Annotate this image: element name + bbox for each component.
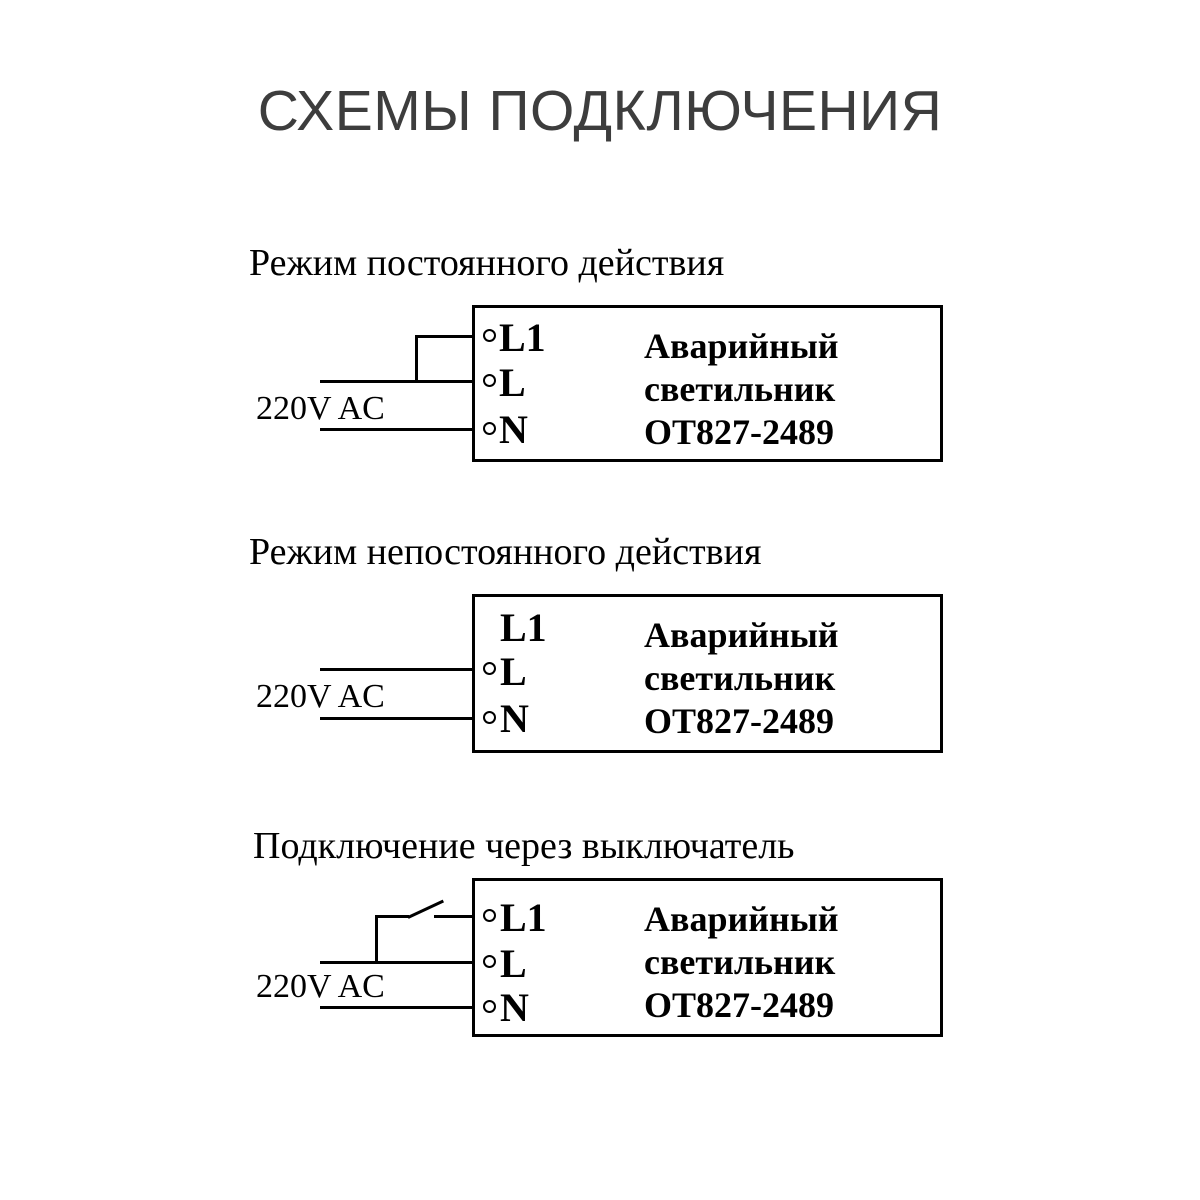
terminal-label-l-non-permanent: L [500,649,527,694]
supply-label-switch: 220V AC [256,968,385,1005]
supply-label-non-permanent: 220V AC [256,678,385,715]
terminal-dot-l-permanent[interactable] [483,374,496,387]
terminal-label-n-permanent: N [499,407,528,452]
diagram-heading-permanent-mode: Режим постоянного действия [249,242,725,284]
terminal-label-l1-non-permanent: L1 [500,605,547,650]
device-name-line2-non-permanent: светильник [644,658,836,698]
wire-l1-branch-vertical-permanent [415,335,418,382]
wire-live-non-permanent [320,668,490,671]
device-model-permanent: OT827-2489 [644,412,835,452]
device-name-line1-non-permanent: Аварийный [644,615,839,655]
diagram-heading-non-permanent-mode: Режим непостоянного действия [249,531,762,573]
supply-label-permanent: 220V AC [256,390,385,427]
device-model-non-permanent: OT827-2489 [644,701,835,741]
terminal-label-n-switch: N [500,985,529,1030]
wire-neutral-permanent [320,428,490,431]
terminal-dot-l-non-permanent[interactable] [483,662,496,675]
terminal-label-l1-permanent: L1 [499,315,546,360]
wire-neutral-non-permanent [320,717,490,720]
terminal-dot-l1-switch[interactable] [483,909,496,922]
terminal-dot-n-non-permanent[interactable] [483,711,496,724]
device-model-switch: OT827-2489 [644,985,835,1025]
diagram-heading-switch-connection: Подключение через выключатель [253,825,795,867]
device-box-switch [472,878,943,1037]
wire-live-switch [320,961,490,964]
device-box-permanent [472,305,943,462]
terminal-dot-l1-permanent[interactable] [483,329,496,342]
wire-switch-output-lead [434,915,490,918]
device-name-line1-switch: Аварийный [644,899,839,939]
device-box-non-permanent [472,594,943,753]
terminal-label-l-permanent: L [499,360,526,405]
wire-l1-branch-vertical-switch [375,915,378,963]
terminal-dot-n-switch[interactable] [483,1000,496,1013]
wire-l1-branch-horizontal-permanent [415,335,490,338]
terminal-label-l-switch: L [500,941,527,986]
terminal-label-n-non-permanent: N [500,696,529,741]
terminal-dot-n-permanent[interactable] [483,422,496,435]
device-name-line2-switch: светильник [644,942,836,982]
terminal-label-l1-switch: L1 [500,895,547,940]
page-title: СХЕМЫ ПОДКЛЮЧЕНИЯ [257,79,943,143]
wire-neutral-switch [320,1006,490,1009]
device-name-line1-permanent: Аварийный [644,326,839,366]
device-name-line2-permanent: светильник [644,369,836,409]
terminal-dot-l-switch[interactable] [483,955,496,968]
wire-live-permanent [320,380,490,383]
wire-switch-input-lead [375,915,409,918]
